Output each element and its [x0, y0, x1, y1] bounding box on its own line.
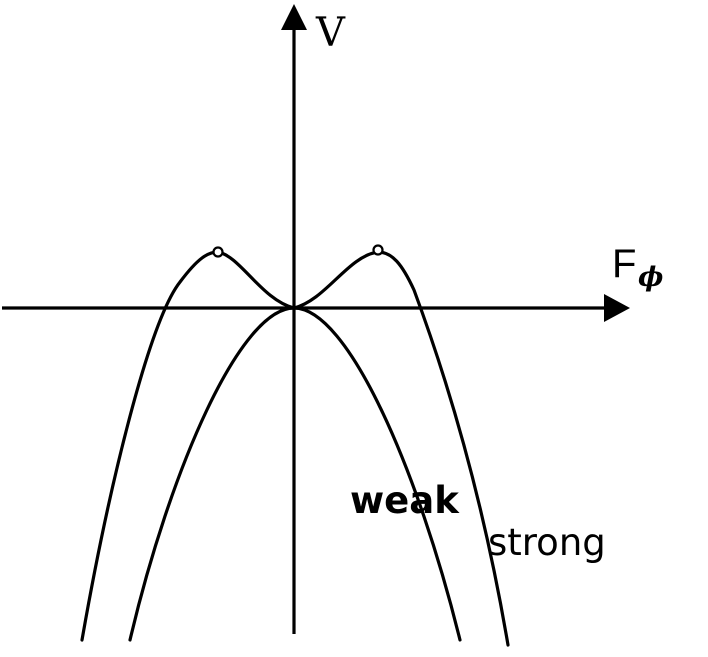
left-maximum-marker [212, 246, 224, 258]
y-axis-arrowhead [281, 4, 307, 30]
x-axis-arrowhead [604, 294, 630, 322]
right-maximum-marker [372, 244, 384, 256]
strong-curve-label: strong [488, 521, 606, 564]
weak-curve-label: weak [350, 479, 460, 522]
weak-curve [128, 306, 462, 642]
y-axis-label: V [315, 10, 346, 56]
x-axis-label: F [612, 242, 636, 286]
x-axis-label-subscript: ϕ [638, 262, 663, 293]
